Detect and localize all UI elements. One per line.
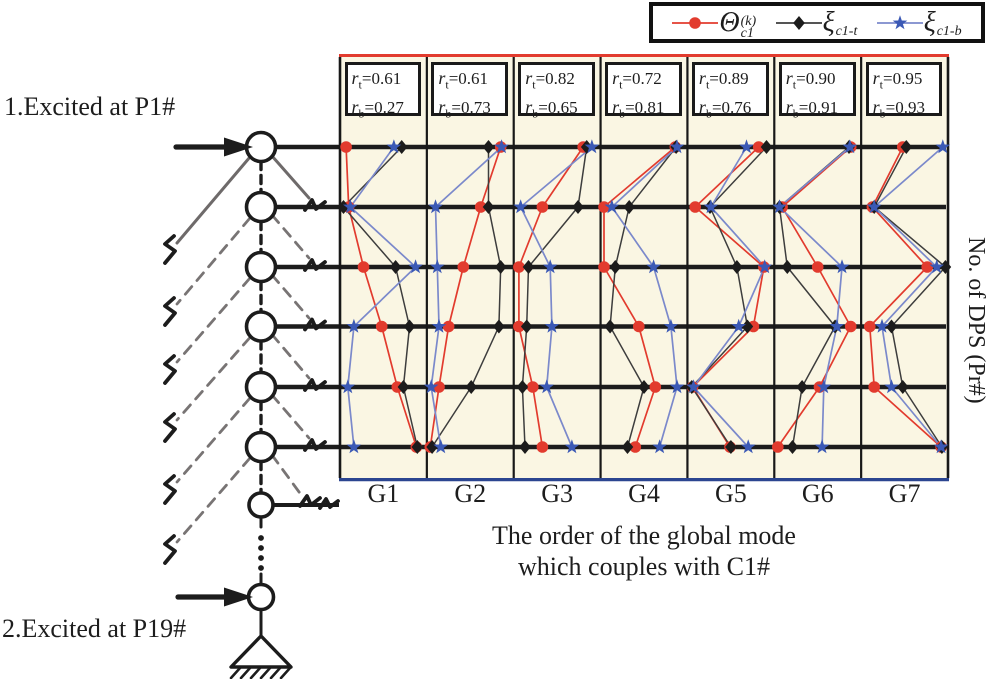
- r-b-line: rb=0.91: [785, 97, 839, 121]
- link-spring-icon: [298, 198, 340, 510]
- x-tick-label-G4: G4: [628, 479, 660, 508]
- x-tick-label-G1: G1: [367, 479, 400, 508]
- r-value-box: rt=0.72 rb=0.81: [605, 62, 682, 121]
- r-value-box: rt=0.61 rb=0.73: [431, 62, 509, 121]
- r-value-box: rt=0.82 rb=0.65: [518, 62, 596, 121]
- excitation-arrow-p19: [175, 587, 253, 607]
- legend-marker-xi-t-icon: [775, 15, 822, 30]
- series-line-xi_t: [873, 146, 947, 448]
- series-line-theta: [518, 146, 584, 448]
- r-t-line: rt=0.89: [698, 68, 749, 92]
- markers-xi-b: [340, 139, 951, 454]
- r-value-box: rt=0.90 rb=0.91: [778, 62, 856, 121]
- r-value-box: rt=0.95 rb=0.93: [865, 62, 943, 121]
- r-b-line: rb=0.81: [612, 97, 665, 121]
- structure-diagram: [163, 130, 340, 679]
- x-axis-label-line1: The order of the global mode: [492, 521, 796, 550]
- r-t-line: rt=0.90: [785, 68, 836, 92]
- series-line-theta: [777, 146, 852, 448]
- series-line-theta: [429, 146, 502, 448]
- spring-icon: [163, 234, 177, 565]
- r-t-line: rt=0.95: [872, 68, 923, 92]
- series-line-xi_b: [692, 146, 766, 448]
- series-line-theta: [603, 146, 676, 448]
- left-brace-lines: [175, 155, 252, 544]
- r-b-line: rb=0.27: [351, 97, 404, 121]
- series-line-xi_t: [521, 146, 588, 448]
- legend-scripts: (k) c1: [740, 13, 757, 41]
- series-line-xi_b: [611, 146, 678, 448]
- x-tick-label-G5: G5: [714, 479, 747, 508]
- r-t-line: rt=0.82: [525, 68, 575, 92]
- x-axis-label-line2: which couples with C1#: [517, 552, 771, 581]
- x-tick-label-G2: G2: [454, 479, 487, 508]
- series-line-xi_t: [609, 146, 677, 448]
- x-axis-label: The order of the global mode which coupl…: [340, 520, 948, 582]
- legend-symbol: Θ: [719, 6, 740, 38]
- x-tick-label-G6: G6: [801, 479, 834, 508]
- excitation-label-p1: 1.Excited at P1#: [4, 92, 176, 121]
- r-b-line: rb=0.76: [698, 97, 752, 121]
- y-axis-label: No. of DPS (Pr#): [963, 236, 989, 404]
- r-b-line: rb=0.73: [438, 97, 491, 121]
- spine-ellipsis-dots: [258, 535, 264, 571]
- legend-item-theta-c1: Θ (k) c1: [672, 6, 757, 41]
- right-brace-lines: [270, 154, 311, 498]
- r-t-line: rt=0.61: [351, 68, 402, 92]
- series-line-theta: [345, 146, 418, 448]
- legend-marker-xi-b-icon: [876, 14, 923, 29]
- series-line-xi_b: [430, 146, 503, 448]
- legend-marker-theta-icon: [672, 16, 719, 29]
- legend: Θ (k) c1 ξ c1-t ξ c1-b: [649, 2, 985, 43]
- series-line-xi_t: [431, 147, 502, 448]
- series-line-xi_b: [873, 146, 944, 448]
- legend-scripts: c1-b: [936, 23, 962, 39]
- legend-symbol: ξ: [923, 6, 936, 38]
- series-lines: [342, 146, 947, 448]
- legend-item-xi-c1-b: ξ c1-b: [876, 6, 962, 39]
- legend-symbol: ξ: [822, 6, 835, 38]
- excitation-arrow-p1: [173, 137, 253, 157]
- markers-xi-t: [337, 140, 952, 454]
- series-line-xi_b: [519, 146, 593, 448]
- coupling-mode-chart: [273, 54, 952, 507]
- x-tick-label-G3: G3: [541, 479, 574, 508]
- x-tick-label-G7: G7: [888, 479, 921, 508]
- series-line-xi_t: [691, 146, 768, 448]
- r-b-line: rb=0.65: [525, 97, 578, 121]
- series-line-xi_b: [346, 146, 417, 448]
- series-line-xi_t: [342, 146, 419, 448]
- pinned-support-icon: [229, 634, 293, 679]
- excitation-label-p19: 2.Excited at P19#: [2, 614, 187, 643]
- r-value-box: rt=0.61 rb=0.27: [344, 62, 422, 121]
- legend-scripts: c1-t: [835, 23, 858, 39]
- r-b-line: rb=0.93: [872, 97, 925, 121]
- r-t-line: rt=0.72: [612, 68, 662, 92]
- series-line-theta: [868, 146, 942, 448]
- legend-item-xi-c1-t: ξ c1-t: [775, 6, 858, 39]
- r-value-box: rt=0.89 rb=0.76: [691, 62, 769, 121]
- r-t-line: rt=0.61: [438, 68, 489, 92]
- series-line-xi_b: [778, 146, 851, 448]
